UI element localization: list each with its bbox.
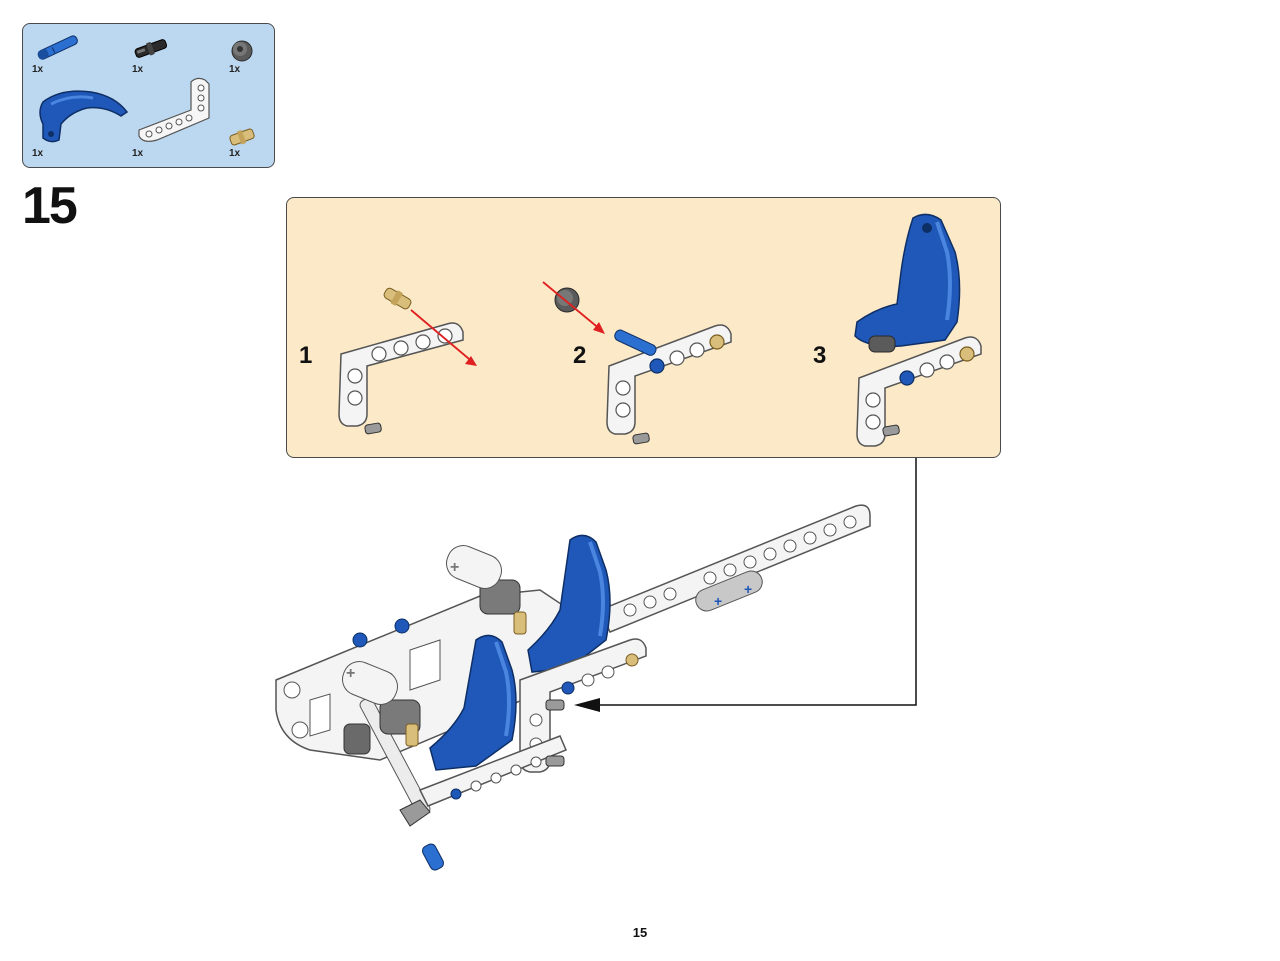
blue-curved-panel-icon [39,90,129,143]
parts-list-box: 1x 1x 1x 1x 1x [22,23,275,168]
sub-step-label: 2 [573,342,587,369]
sub-step-2-illustration [542,281,732,445]
sub-step-label: 3 [813,342,827,369]
part-qty: 1x [229,64,241,75]
part-qty: 1x [32,64,44,75]
white-l-beam-icon [138,77,210,142]
sub-step-3-illustration [854,213,982,447]
svg-text:+: + [450,559,459,576]
sub-step-1-illustration [338,287,477,435]
sub-assembly-box: 1 2 3 [286,197,1001,458]
tan-pin-icon [229,128,255,146]
part-qty: 1x [32,148,44,159]
blue-axle-pin-icon [37,35,78,60]
svg-text:+: + [714,593,722,609]
black-pin-icon [134,39,168,58]
svg-text:+: + [744,581,752,597]
part-qty: 1x [132,148,144,159]
dark-gray-bush-icon [231,40,253,62]
svg-text:+: + [346,665,355,682]
part-qty: 1x [132,64,144,75]
step-number: 15 [22,177,78,235]
page-number: 15 [632,925,648,940]
part-qty: 1x [229,148,241,159]
sub-step-label: 1 [299,342,313,369]
main-assembly-illustration: + + + + [275,504,871,871]
